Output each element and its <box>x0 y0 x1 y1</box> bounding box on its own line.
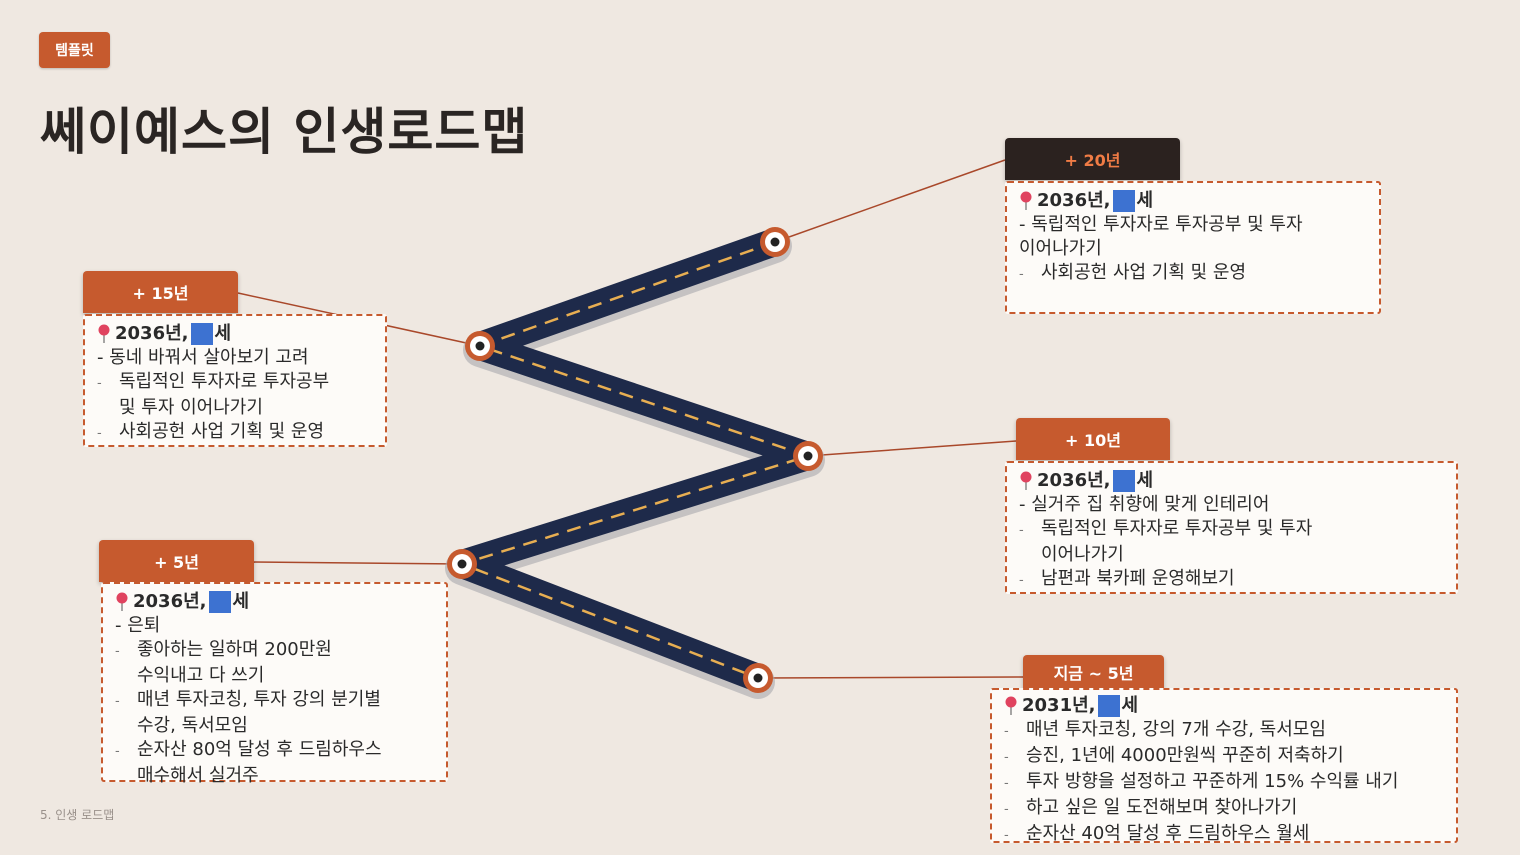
milestone-card-20: 2036년, 세 - 독립적인 투자자로 투자공부 및 투자 이어나가기 -사회공… <box>1005 181 1381 314</box>
card-year: 2036년, <box>115 323 189 344</box>
page-title: 쎄이예스의 인생로드맵 <box>40 103 529 161</box>
slide-footer: 5. 인생 로드맵 <box>40 808 115 822</box>
list-item: -승진, 1년에 4000만원씩 꾸준히 저축하기 <box>1004 745 1344 766</box>
card-age-suffix: 세 <box>214 323 232 344</box>
node-20 <box>760 227 790 257</box>
connector-10 <box>807 440 1017 457</box>
road-center-dash <box>460 240 810 680</box>
road-nodes <box>447 227 823 693</box>
list-item: - 실거주 집 취향에 맞게 인테리어 <box>1019 494 1270 515</box>
node-10 <box>793 441 823 471</box>
list-item: -사회공헌 사업 기획 및 운영 <box>97 421 325 442</box>
list-item: 및 투자 이어나가기 <box>119 397 263 418</box>
list-item: -남편과 북카페 운영해보기 <box>1019 568 1235 589</box>
connector-20 <box>774 159 1006 243</box>
card-year: 2031년, <box>1022 695 1096 716</box>
list-item: -독립적인 투자자로 투자공부 <box>97 371 330 392</box>
card-year: 2036년, <box>1037 190 1111 211</box>
milestone-card-10: 2036년, 세 - 실거주 집 취향에 맞게 인테리어 -독립적인 투자자로 투… <box>1005 461 1458 594</box>
pin-icon <box>116 592 128 611</box>
card-header: 2031년, 세 <box>1004 694 1446 718</box>
milestone-tab-5: + 5년 <box>99 540 254 582</box>
list-item: -사회공헌 사업 기획 및 운영 <box>1019 262 1247 283</box>
card-year: 2036년, <box>1037 470 1111 491</box>
list-item: 이어나가기 <box>1019 238 1102 259</box>
pin-icon <box>1020 191 1032 210</box>
list-item: - 은퇴 <box>115 615 161 636</box>
card-age-suffix: 세 <box>1121 695 1139 716</box>
list-item: -투자 방향을 설정하고 꾸준하게 15% 수익률 내기 <box>1004 771 1399 792</box>
age-redaction <box>1097 695 1120 717</box>
list-item: 수익내고 다 쓰기 <box>137 665 265 686</box>
milestone-tab-10: + 10년 <box>1016 418 1170 460</box>
list-item: -순자산 80억 달성 후 드림하우스 <box>115 739 382 760</box>
card-age-suffix: 세 <box>1136 190 1154 211</box>
milestone-card-15: 2036년, 세 - 동네 바꿔서 살아보기 고려 -독립적인 투자자로 투자공부… <box>83 314 387 447</box>
pin-icon <box>98 324 110 343</box>
milestone-tab-now: 지금 ~ 5년 <box>1023 655 1164 689</box>
card-header: 2036년, 세 <box>1019 189 1369 213</box>
list-item: 이어나가기 <box>1041 544 1124 565</box>
list-item: - 동네 바꿔서 살아보기 고려 <box>97 347 309 368</box>
template-badge: 템플릿 <box>39 32 110 68</box>
card-header: 2036년, 세 <box>97 322 375 346</box>
list-item: -하고 싶은 일 도전해보며 찾아나가기 <box>1004 797 1298 818</box>
age-redaction <box>208 591 231 613</box>
node-15 <box>465 331 495 361</box>
pin-icon <box>1005 696 1017 715</box>
card-age-suffix: 세 <box>1136 470 1154 491</box>
list-item: -좋아하는 일하며 200만원 <box>115 639 332 660</box>
milestone-card-5: 2036년, 세 - 은퇴 -좋아하는 일하며 200만원 수익내고 다 쓰기 -… <box>101 582 448 786</box>
age-redaction <box>1112 470 1135 492</box>
card-header: 2036년, 세 <box>115 590 436 614</box>
connector-now <box>757 676 1025 679</box>
connector-5 <box>253 561 463 565</box>
age-redaction <box>1112 190 1135 212</box>
age-redaction <box>190 323 213 345</box>
node-5 <box>447 549 477 579</box>
list-item: -순자산 40억 달성 후 드림하우스 월세 <box>1004 823 1310 844</box>
list-item: - 독립적인 투자자로 투자공부 및 투자 <box>1019 214 1303 235</box>
list-item: -독립적인 투자자로 투자공부 및 투자 <box>1019 518 1313 539</box>
milestone-tab-15: + 15년 <box>83 271 238 313</box>
card-header: 2036년, 세 <box>1019 469 1446 493</box>
node-now <box>743 663 773 693</box>
pin-icon <box>1020 471 1032 490</box>
milestone-card-now: 2031년, 세 -매년 투자코칭, 강의 7개 수강, 독서모임 -승진, 1년… <box>990 688 1458 844</box>
card-year: 2036년, <box>133 591 207 612</box>
milestone-tab-20: + 20년 <box>1005 138 1180 180</box>
list-item: -매년 투자코칭, 강의 7개 수강, 독서모임 <box>1004 719 1326 740</box>
list-item: -매년 투자코칭, 투자 강의 분기별 <box>115 689 381 710</box>
card-age-suffix: 세 <box>232 591 250 612</box>
list-item: 매수해서 실거주 <box>137 765 259 786</box>
list-item: 수강, 독서모임 <box>137 715 248 736</box>
